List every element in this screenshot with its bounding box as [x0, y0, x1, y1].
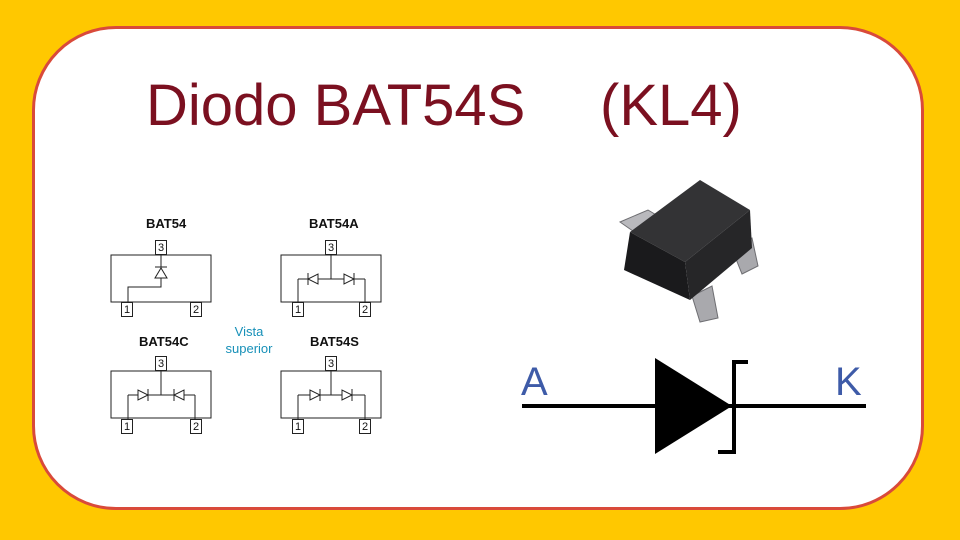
pin3-bat54c: 3	[155, 356, 167, 371]
diode-icon	[343, 273, 356, 285]
anode-label: A	[521, 360, 548, 404]
diode-icon	[306, 273, 319, 285]
pin2-bat54a: 2	[359, 302, 371, 317]
label-bat54s: BAT54S	[310, 334, 359, 349]
diode-icon	[172, 389, 185, 401]
label-bat54a: BAT54A	[309, 216, 359, 231]
pin1-bat54s: 1	[292, 419, 304, 434]
diode-icon	[341, 389, 354, 401]
diode-icon	[154, 266, 168, 279]
pin2-bat54c: 2	[190, 419, 202, 434]
top-view-note: Vista superior	[214, 323, 284, 357]
pin1-bat54c: 1	[121, 419, 133, 434]
package-bat54s	[280, 370, 382, 419]
schottky-diode-symbol	[522, 358, 866, 454]
label-bat54c: BAT54C	[139, 334, 189, 349]
diode-icon	[309, 389, 322, 401]
package-bat54c	[110, 370, 212, 419]
diode-icon	[137, 389, 150, 401]
pin2-bat54s: 2	[359, 419, 371, 434]
top-view-note-line2: superior	[225, 341, 273, 356]
label-bat54: BAT54	[146, 216, 187, 231]
sot23-chip-icon	[618, 180, 759, 323]
pin1-bat54a: 1	[292, 302, 304, 317]
cathode-label: K	[835, 360, 862, 404]
content-card	[32, 26, 924, 510]
page-title: Diodo BAT54S (KL4)	[0, 72, 960, 152]
title-part-code: (KL4)	[600, 73, 742, 138]
title-part-name: Diodo BAT54S	[146, 73, 526, 138]
top-view-note-line1: Vista	[234, 324, 264, 339]
package-bat54	[110, 254, 212, 303]
package-bat54a	[280, 254, 382, 303]
